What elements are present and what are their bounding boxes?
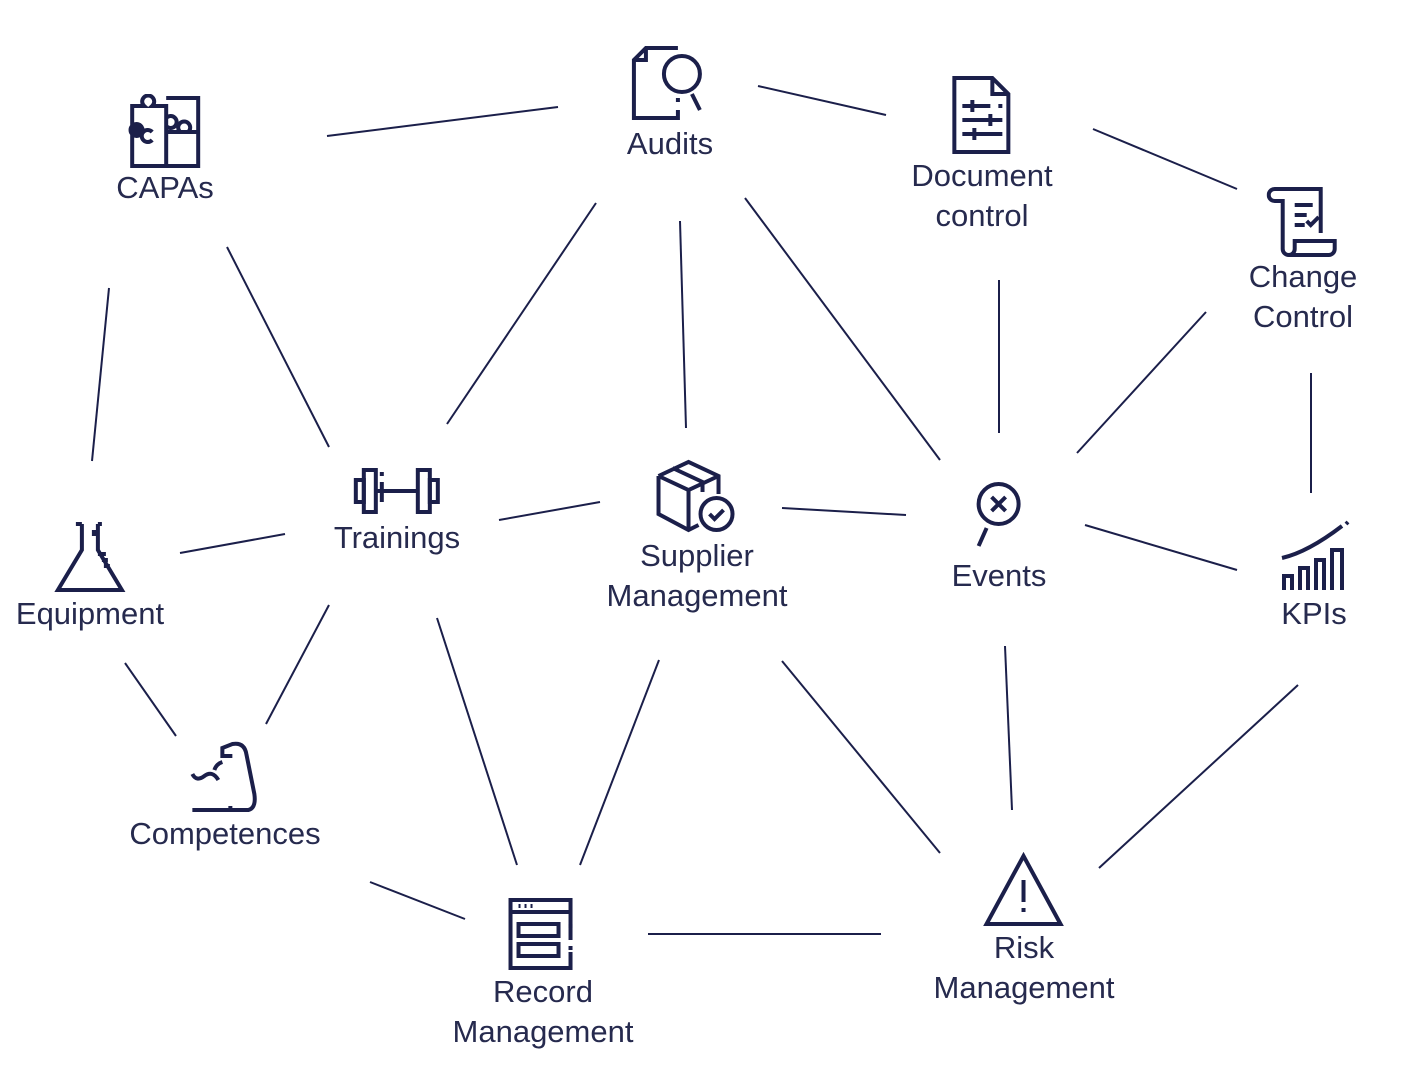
- node-label-line2: Management: [933, 970, 1115, 1005]
- node-risk-management: Risk Management: [933, 852, 1115, 1008]
- bar-chart-trend-icon: [1281, 520, 1350, 590]
- node-equipment: Equipment: [16, 520, 164, 634]
- node-audits: Audits: [627, 44, 713, 164]
- edge-equipment-trainings: [179, 533, 286, 554]
- edge-competences-record: [369, 881, 466, 920]
- node-label-line2: Management: [606, 578, 788, 613]
- node-label: CAPAs: [116, 170, 214, 205]
- node-label: Audits: [626, 126, 714, 161]
- dumbbell-icon: [353, 468, 440, 514]
- node-label-line1: Record: [493, 974, 593, 1009]
- edge-audits-supplier: [679, 220, 687, 429]
- node-supplier-management: Supplier Management: [606, 458, 788, 616]
- node-label: Equipment: [15, 596, 165, 631]
- edge-supplier-events: [781, 507, 907, 516]
- edge-equipment-competences: [124, 662, 177, 737]
- node-record-management: Record Management: [452, 896, 634, 1052]
- edge-supplier-risk: [781, 660, 941, 854]
- flexed-arm-icon: [190, 741, 257, 812]
- edge-trainings-supplier: [498, 501, 601, 521]
- node-trainings: Trainings: [334, 466, 460, 558]
- node-events: Events: [951, 480, 1047, 596]
- node-competences: Competences: [129, 738, 321, 854]
- edge-trainings-competences: [265, 604, 330, 725]
- node-capas: CAPAs: [116, 94, 214, 208]
- package-check-icon: [656, 459, 735, 533]
- edge-audits-trainings: [446, 202, 597, 425]
- document-search-icon: [631, 46, 702, 120]
- node-label: Events: [951, 558, 1047, 593]
- node-label: KPIs: [1281, 596, 1347, 631]
- document-settings-icon: [951, 76, 1010, 154]
- node-label-line1: Document: [911, 158, 1053, 193]
- node-kpis: KPIs: [1278, 520, 1350, 634]
- node-label-line1: Risk: [993, 930, 1055, 965]
- flask-icon: [54, 522, 126, 592]
- edge-capas-trainings: [226, 246, 330, 448]
- warning-triangle-icon: [983, 852, 1065, 926]
- node-label-line2: Control: [1253, 299, 1353, 334]
- node-label-line1: Change: [1248, 259, 1358, 294]
- edge-events-kpis: [1084, 524, 1238, 571]
- edge-capas-equipment: [91, 287, 110, 462]
- node-label-line2: control: [935, 198, 1029, 233]
- node-label: Trainings: [333, 520, 461, 555]
- node-label: Competences: [129, 816, 321, 851]
- node-document-control: Document control: [911, 74, 1053, 236]
- search-x-icon: [977, 482, 1021, 547]
- edge-kpis-risk: [1098, 684, 1299, 869]
- edge-trainings-record: [436, 617, 518, 866]
- node-label-line1: Supplier: [640, 538, 754, 573]
- node-label-line2: Management: [452, 1014, 634, 1049]
- edge-audits-events: [744, 197, 941, 461]
- edge-change-control-events: [1076, 311, 1207, 454]
- browser-window-icon: [508, 898, 573, 970]
- puzzle-icon: [128, 94, 200, 168]
- edge-capas-audits: [326, 106, 559, 137]
- edge-supplier-record: [579, 659, 660, 866]
- node-change-control: Change Control: [1248, 185, 1358, 337]
- edge-events-risk: [1004, 645, 1013, 811]
- scroll-check-icon: [1267, 187, 1337, 257]
- edge-audits-document-control: [757, 85, 887, 116]
- edge-document-control-change-control: [1092, 128, 1238, 190]
